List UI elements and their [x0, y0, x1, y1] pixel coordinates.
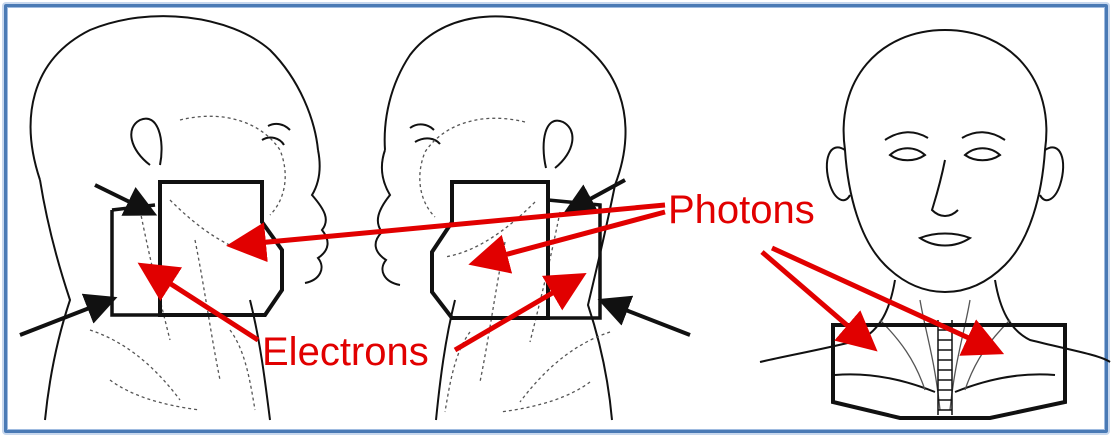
- left-head-anatomy: [90, 116, 285, 410]
- trachea-rings: [938, 320, 952, 415]
- annotation-arrows: [146, 205, 995, 350]
- frontal-photon-field: [833, 325, 1065, 418]
- frontal-neck-anatomy: [880, 300, 1010, 410]
- middle-head-anatomy: [420, 118, 610, 412]
- left-photon-field: [160, 182, 282, 315]
- electrons-label: Electrons: [262, 330, 429, 374]
- electron-arrow-left: [146, 268, 258, 340]
- photons-label: Photons: [668, 188, 815, 232]
- middle-electron-field: [548, 200, 600, 318]
- electron-arrow-middle: [455, 278, 578, 350]
- left-electron-field: [112, 205, 160, 315]
